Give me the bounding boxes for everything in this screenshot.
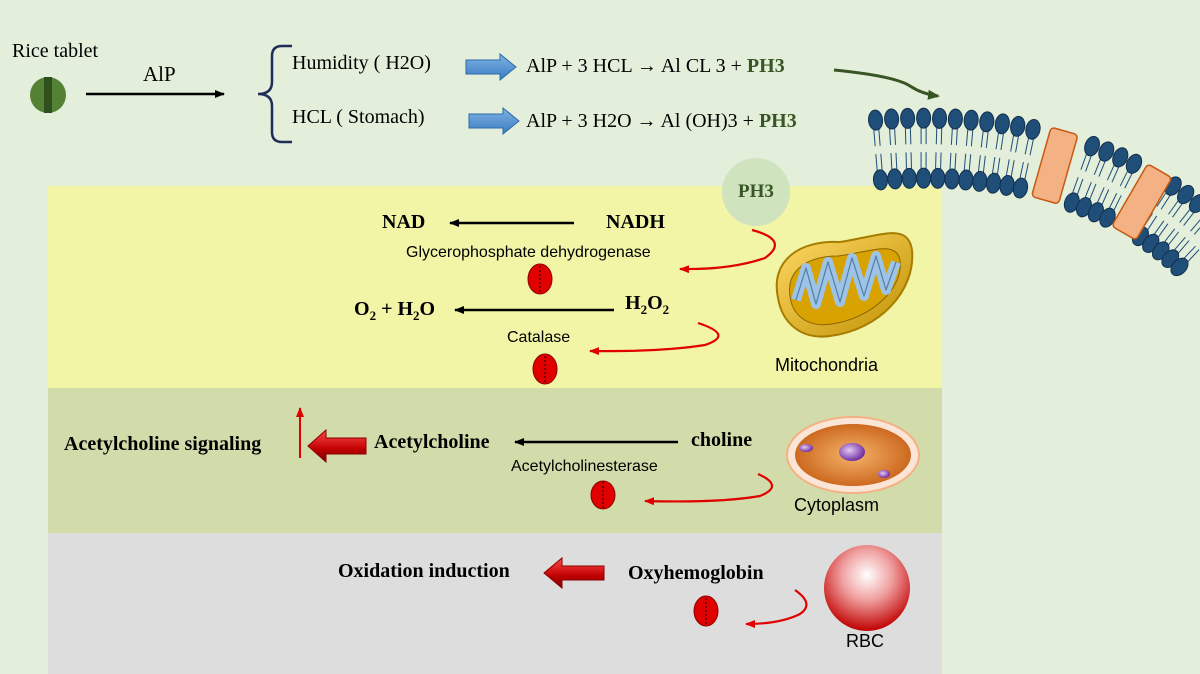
inhibitor-icon [532, 353, 558, 385]
equation-2-product: PH3 [758, 110, 797, 132]
acetylcholine-signaling-block-arrow [307, 428, 367, 464]
ph3-inhibit-arrow-1 [679, 228, 776, 274]
equation-2: AlP + 3 H2O → Al (OH)3 + PH3 [526, 110, 797, 133]
o2-subscript: 2 [369, 308, 377, 323]
mitochondria-label: Mitochondria [775, 355, 879, 375]
inhibitor-icon [527, 263, 553, 295]
mitochondria-icon [775, 232, 914, 338]
oxidation-block-arrow [543, 556, 605, 590]
equation-1-reactants: AlP + 3 HCL → Al CL 3 + [526, 55, 747, 77]
o-text: O [647, 292, 663, 314]
o-text: O [354, 298, 370, 320]
catalase-label: Catalase [507, 329, 571, 346]
ph3-to-membrane-arrow [833, 68, 940, 100]
inhibitor-icon [693, 595, 719, 627]
plus-h-text: + H [376, 298, 414, 320]
acetylcholinesterase-label: Acetylcholinesterase [511, 458, 658, 475]
rice-tablet-icon [30, 77, 66, 113]
h2o-o-text: O [419, 298, 436, 320]
cytoplasm-icon [786, 416, 920, 494]
humidity-label: Humidity ( H2O) [292, 52, 431, 74]
hcl-label: HCL ( Stomach) [292, 106, 425, 128]
ph3-inhibit-arrow-4 [745, 589, 808, 628]
equation-2-reactants: AlP + 3 H2O → Al (OH)3 + [526, 110, 759, 132]
cytoplasm-label: Cytoplasm [794, 495, 880, 515]
equation-1: AlP + 3 HCL → Al CL 3 + PH3 [526, 55, 785, 78]
h2-subscript: 2 [640, 302, 648, 317]
hcl-block-arrow [468, 106, 520, 136]
rbc-icon [824, 545, 910, 631]
h2o-subscript: 2 [413, 308, 420, 323]
alp-label: AlP [143, 62, 176, 86]
humidity-block-arrow [465, 52, 517, 82]
choline-label: choline [691, 429, 753, 451]
o2-subscript: 2 [662, 302, 670, 317]
equation-1-product: PH3 [746, 55, 785, 77]
ph3-bubble: PH3 [722, 158, 790, 226]
rbc-band [48, 533, 942, 674]
inhibitor-icon [590, 480, 616, 510]
cell-membrane-icon [868, 107, 1200, 277]
h2o2-label: H2O2 [625, 292, 669, 318]
water-oxygen-label: O2 + H2O [354, 298, 435, 324]
rbc-label: RBC [846, 631, 885, 651]
rice-tablet-label: Rice tablet [12, 40, 99, 62]
oxyhemoglobin-label: Oxyhemoglobin [628, 562, 764, 584]
oxidation-induction-label: Oxidation induction [338, 560, 510, 582]
ph3-inhibit-arrow-2 [589, 321, 720, 356]
glycerophosphate-dehydrogenase-label: Glycerophosphate dehydrogenase [406, 244, 651, 261]
nad-label: NAD [382, 211, 426, 233]
ph3-inhibit-arrow-3 [644, 472, 774, 506]
nadh-label: NADH [606, 211, 665, 233]
h-text: H [625, 292, 641, 314]
acetylcholine-label: Acetylcholine [374, 431, 490, 453]
acetylcholine-signaling-label: Acetylcholine signaling [64, 433, 262, 455]
branch-brace [257, 44, 292, 144]
